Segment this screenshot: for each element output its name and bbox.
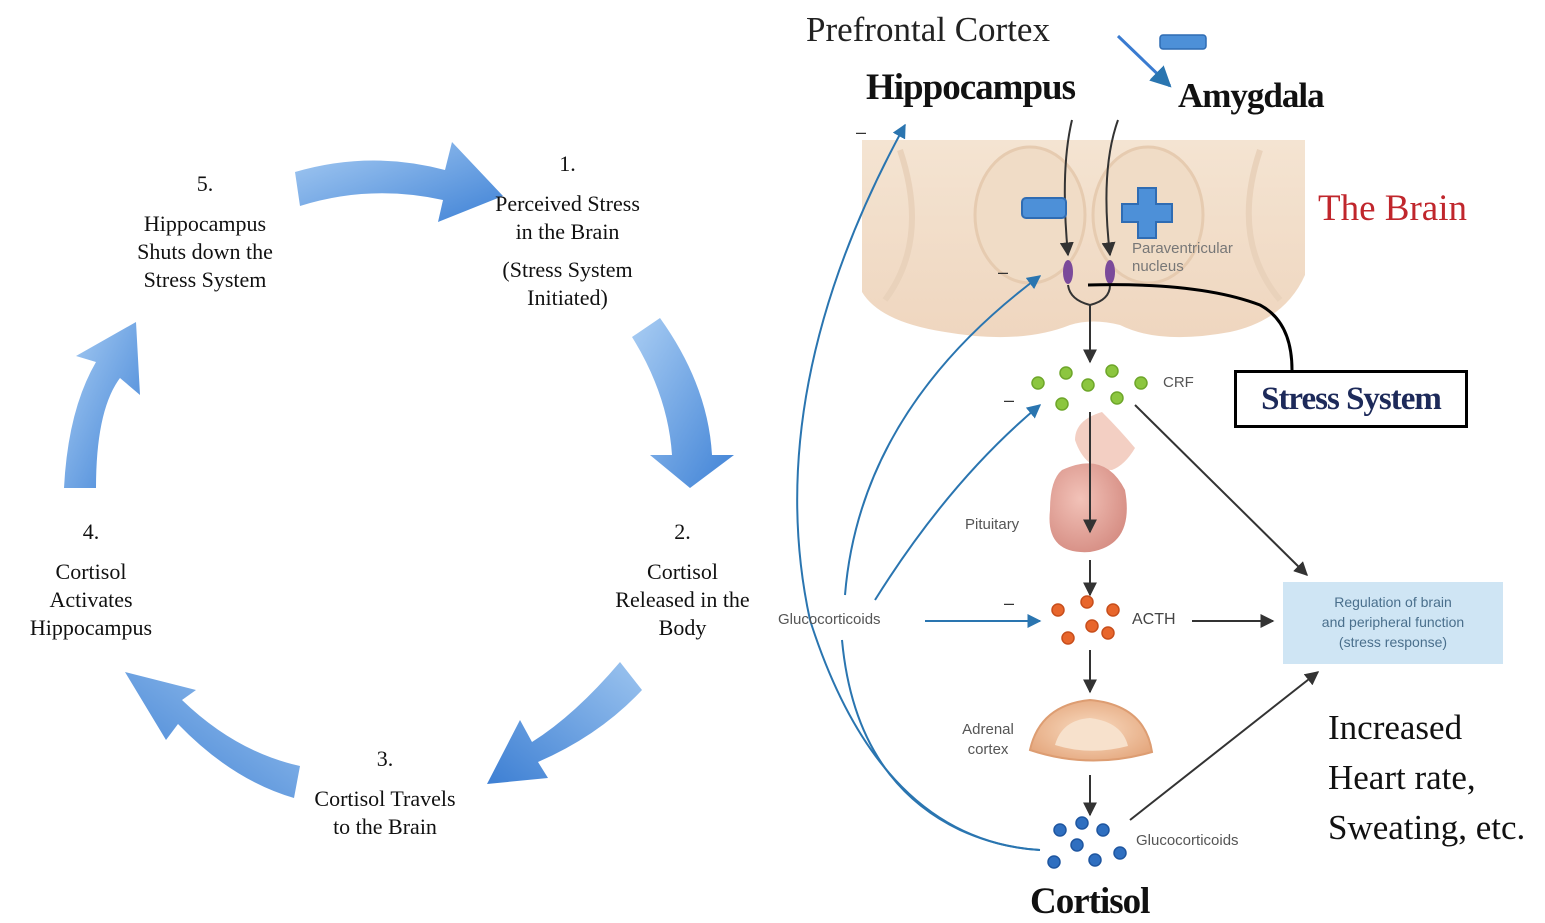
- prefrontal-minus-icon: [1160, 35, 1206, 49]
- pituitary-label: Pituitary: [965, 516, 1019, 533]
- cortisol-label: Cortisol: [1030, 880, 1149, 923]
- paraventricular-nucleus-right: [1105, 260, 1115, 284]
- acth-dot: [1081, 596, 1093, 608]
- effects-line-2: Heart rate,: [1328, 753, 1525, 803]
- adrenal-line-1: Adrenal: [950, 720, 1026, 740]
- amygdala-label: Amygdala: [1178, 76, 1324, 116]
- crf-dot: [1060, 367, 1072, 379]
- crf-dot: [1106, 365, 1118, 377]
- cortisol-dot: [1048, 856, 1060, 868]
- feedback-to-crf: [875, 405, 1040, 600]
- cortisol-dot: [1089, 854, 1101, 866]
- cortisol-dot: [1097, 824, 1109, 836]
- regulation-line-1: Regulation of brain: [1283, 592, 1503, 612]
- cortisol-dot: [1071, 839, 1083, 851]
- paraventricular-line-2: nucleus: [1132, 258, 1233, 276]
- acth-label: ACTH: [1132, 611, 1176, 629]
- minus-hippocampus: –: [856, 122, 866, 143]
- crf-dot: [1111, 392, 1123, 404]
- glucocorticoids-left-label: Glucocorticoids: [778, 611, 881, 628]
- effects-line-3: Sweating, etc.: [1328, 803, 1525, 853]
- cortisol-dot: [1114, 847, 1126, 859]
- crf-dot: [1082, 379, 1094, 391]
- minus-sign-icon: [1022, 198, 1066, 218]
- minus-pvn: –: [998, 262, 1008, 283]
- regulation-box: Regulation of brain and peripheral funct…: [1283, 582, 1503, 664]
- regulation-line-3: (stress response): [1283, 632, 1503, 652]
- glucocorticoids-bottom-label: Glucocorticoids: [1136, 832, 1239, 849]
- regulation-line-2: and peripheral function: [1283, 612, 1503, 632]
- acth-dot: [1062, 632, 1074, 644]
- effects-text: Increased Heart rate, Sweating, etc.: [1328, 703, 1525, 853]
- acth-molecules: [1052, 596, 1119, 644]
- paraventricular-line-1: Paraventricular: [1132, 240, 1233, 258]
- prefrontal-cortex-label: Prefrontal Cortex: [806, 10, 1050, 50]
- crf-molecules: [1032, 365, 1147, 410]
- acth-dot: [1107, 604, 1119, 616]
- crf-dot: [1056, 398, 1068, 410]
- cortisol-to-regulation-arrow: [1130, 672, 1318, 820]
- paraventricular-nucleus-left: [1063, 260, 1073, 284]
- acth-dot: [1102, 627, 1114, 639]
- adrenal-line-2: cortex: [950, 740, 1026, 760]
- stress-system-label: Stress System: [1234, 370, 1468, 428]
- crf-to-regulation-arrow: [1135, 405, 1307, 575]
- acth-dot: [1052, 604, 1064, 616]
- adrenal-cortex-label: Adrenal cortex: [950, 720, 1026, 760]
- the-brain-label: The Brain: [1318, 187, 1467, 230]
- crf-label: CRF: [1163, 374, 1194, 391]
- pituitary-gland: [1050, 463, 1127, 552]
- brain-section: [862, 140, 1305, 337]
- minus-crf: –: [1004, 390, 1014, 411]
- cortisol-dot: [1054, 824, 1066, 836]
- acth-dot: [1086, 620, 1098, 632]
- effects-line-1: Increased: [1328, 703, 1525, 753]
- cortisol-dot: [1076, 817, 1088, 829]
- pituitary-stalk: [1075, 412, 1135, 470]
- hippocampus-label: Hippocampus: [866, 66, 1075, 109]
- crf-dot: [1135, 377, 1147, 389]
- paraventricular-label: Paraventricular nucleus: [1132, 240, 1233, 276]
- minus-acth: –: [1004, 593, 1014, 614]
- crf-dot: [1032, 377, 1044, 389]
- cortisol-molecules: [1048, 817, 1126, 868]
